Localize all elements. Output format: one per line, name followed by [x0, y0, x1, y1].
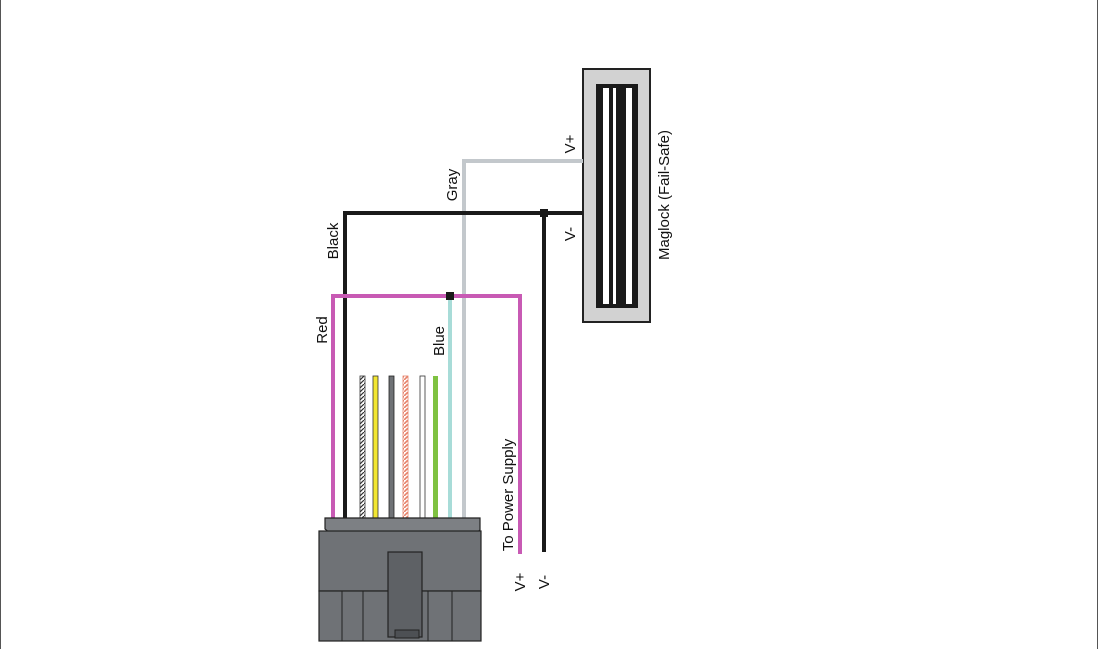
black-junction-dot [540, 209, 548, 217]
maglock-vplus-label: V+ [562, 134, 579, 153]
power-supply-label: To Power Supply [500, 438, 517, 551]
blue-junction-dot [446, 292, 454, 300]
black-wire [343, 211, 583, 531]
gray-wire-label: Gray [444, 168, 461, 201]
supply-vplus-label: V+ [512, 572, 529, 591]
maglock-vminus-label: V- [562, 227, 579, 241]
maglock-device-icon [582, 68, 651, 323]
black-wire-label: Black [325, 222, 342, 259]
gray-wire [462, 159, 583, 531]
blue-wire-label: Blue [431, 326, 448, 356]
unused-wire-stubs [359, 375, 438, 529]
wire-harness-connector-icon [318, 517, 482, 642]
red-wire [331, 294, 522, 554]
red-wire-label: Red [314, 316, 331, 344]
supply-vminus-label: V- [536, 575, 553, 589]
maglock-label: Maglock (Fail-Safe) [656, 130, 673, 260]
